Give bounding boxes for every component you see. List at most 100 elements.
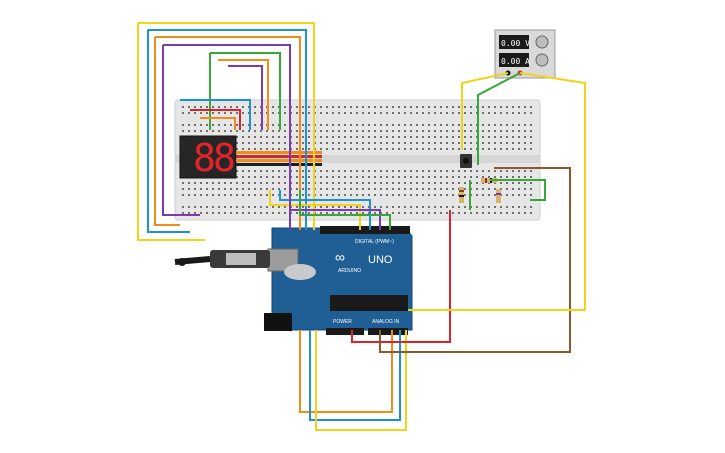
breadboard-hole[interactable] (506, 112, 508, 114)
breadboard-hole[interactable] (494, 148, 496, 150)
breadboard-hole[interactable] (302, 194, 304, 196)
breadboard-hole[interactable] (500, 130, 502, 132)
breadboard-hole[interactable] (368, 194, 370, 196)
breadboard-hole[interactable] (248, 142, 250, 144)
breadboard-hole[interactable] (386, 194, 388, 196)
breadboard-hole[interactable] (266, 176, 268, 178)
breadboard-hole[interactable] (242, 148, 244, 150)
breadboard-hole[interactable] (392, 112, 394, 114)
breadboard-hole[interactable] (260, 176, 262, 178)
breadboard-hole[interactable] (380, 182, 382, 184)
breadboard-hole[interactable] (302, 182, 304, 184)
breadboard-hole[interactable] (302, 176, 304, 178)
breadboard-hole[interactable] (482, 106, 484, 108)
breadboard-hole[interactable] (368, 112, 370, 114)
breadboard-hole[interactable] (296, 136, 298, 138)
breadboard-hole[interactable] (506, 176, 508, 178)
breadboard-hole[interactable] (350, 212, 352, 214)
breadboard-hole[interactable] (356, 130, 358, 132)
breadboard-hole[interactable] (344, 130, 346, 132)
breadboard-hole[interactable] (524, 182, 526, 184)
breadboard-hole[interactable] (182, 212, 184, 214)
breadboard-hole[interactable] (320, 136, 322, 138)
breadboard-hole[interactable] (362, 194, 364, 196)
breadboard-hole[interactable] (422, 136, 424, 138)
breadboard-hole[interactable] (398, 176, 400, 178)
breadboard-hole[interactable] (458, 206, 460, 208)
breadboard-hole[interactable] (350, 194, 352, 196)
breadboard-hole[interactable] (302, 136, 304, 138)
breadboard-hole[interactable] (512, 148, 514, 150)
breadboard-hole[interactable] (428, 170, 430, 172)
breadboard-hole[interactable] (506, 136, 508, 138)
breadboard-hole[interactable] (398, 212, 400, 214)
breadboard-hole[interactable] (320, 188, 322, 190)
breadboard-hole[interactable] (428, 142, 430, 144)
breadboard-hole[interactable] (362, 112, 364, 114)
breadboard-hole[interactable] (368, 148, 370, 150)
breadboard-hole[interactable] (494, 136, 496, 138)
breadboard-hole[interactable] (278, 136, 280, 138)
breadboard-hole[interactable] (446, 188, 448, 190)
breadboard-hole[interactable] (446, 194, 448, 196)
breadboard-hole[interactable] (422, 206, 424, 208)
breadboard-hole[interactable] (392, 148, 394, 150)
breadboard-hole[interactable] (344, 194, 346, 196)
breadboard-hole[interactable] (296, 194, 298, 196)
breadboard-hole[interactable] (494, 188, 496, 190)
breadboard-hole[interactable] (194, 106, 196, 108)
breadboard-hole[interactable] (488, 130, 490, 132)
breadboard-hole[interactable] (242, 194, 244, 196)
breadboard-hole[interactable] (350, 124, 352, 126)
breadboard-hole[interactable] (428, 124, 430, 126)
breadboard-hole[interactable] (404, 170, 406, 172)
breadboard-hole[interactable] (362, 136, 364, 138)
breadboard-hole[interactable] (464, 130, 466, 132)
breadboard-hole[interactable] (188, 112, 190, 114)
breadboard-hole[interactable] (500, 206, 502, 208)
breadboard-hole[interactable] (410, 142, 412, 144)
breadboard-hole[interactable] (434, 212, 436, 214)
breadboard-hole[interactable] (452, 148, 454, 150)
breadboard-hole[interactable] (494, 112, 496, 114)
breadboard-hole[interactable] (452, 124, 454, 126)
breadboard-hole[interactable] (326, 106, 328, 108)
breadboard-hole[interactable] (206, 188, 208, 190)
breadboard-hole[interactable] (518, 188, 520, 190)
breadboard-hole[interactable] (236, 188, 238, 190)
breadboard-hole[interactable] (488, 170, 490, 172)
breadboard-hole[interactable] (326, 194, 328, 196)
breadboard-hole[interactable] (386, 112, 388, 114)
breadboard-hole[interactable] (386, 182, 388, 184)
breadboard-hole[interactable] (332, 106, 334, 108)
breadboard-hole[interactable] (338, 142, 340, 144)
breadboard-hole[interactable] (404, 194, 406, 196)
breadboard-hole[interactable] (392, 188, 394, 190)
breadboard-hole[interactable] (422, 112, 424, 114)
breadboard-hole[interactable] (434, 106, 436, 108)
breadboard-hole[interactable] (194, 188, 196, 190)
breadboard-hole[interactable] (254, 212, 256, 214)
breadboard-hole[interactable] (218, 112, 220, 114)
breadboard-hole[interactable] (398, 142, 400, 144)
breadboard-hole[interactable] (458, 148, 460, 150)
breadboard-hole[interactable] (212, 194, 214, 196)
breadboard-hole[interactable] (482, 194, 484, 196)
breadboard-hole[interactable] (416, 176, 418, 178)
breadboard-hole[interactable] (506, 194, 508, 196)
breadboard-hole[interactable] (512, 136, 514, 138)
breadboard-hole[interactable] (530, 112, 532, 114)
breadboard-hole[interactable] (326, 212, 328, 214)
breadboard-hole[interactable] (248, 170, 250, 172)
breadboard-hole[interactable] (236, 176, 238, 178)
breadboard-hole[interactable] (524, 176, 526, 178)
breadboard-hole[interactable] (188, 124, 190, 126)
breadboard-hole[interactable] (530, 188, 532, 190)
breadboard-hole[interactable] (422, 130, 424, 132)
breadboard-hole[interactable] (458, 142, 460, 144)
breadboard-hole[interactable] (512, 212, 514, 214)
breadboard-hole[interactable] (266, 170, 268, 172)
breadboard-hole[interactable] (494, 106, 496, 108)
breadboard-hole[interactable] (512, 170, 514, 172)
breadboard-hole[interactable] (218, 106, 220, 108)
